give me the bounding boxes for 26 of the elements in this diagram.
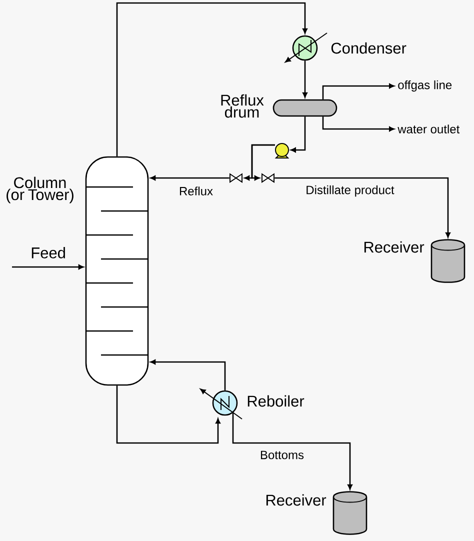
valve-symbol bbox=[262, 173, 274, 183]
equipment-label: Column (or Tower) bbox=[6, 176, 74, 204]
pipe-arrow bbox=[251, 144, 275, 180]
stream-label: offgas line bbox=[398, 80, 452, 92]
pipe-arrow bbox=[116, 386, 220, 444]
equipment-label: Condenser bbox=[331, 42, 406, 54]
pipe-arrow bbox=[322, 116, 394, 132]
equipment-label: Reboiler bbox=[248, 395, 304, 407]
stream-label: Feed bbox=[32, 246, 65, 258]
edge-label: Bottoms bbox=[260, 450, 304, 460]
edge-label: Distillate product bbox=[306, 185, 394, 197]
equipment-label: Receiver bbox=[364, 241, 424, 253]
pipe-arrow bbox=[274, 177, 450, 238]
equipment-label: Reflux drum bbox=[221, 94, 264, 118]
pipe-arrow bbox=[150, 176, 230, 180]
valve-symbol bbox=[230, 173, 242, 183]
edge-label: Reflux bbox=[180, 186, 213, 196]
pipe-arrow bbox=[302, 60, 308, 98]
pipe-arrow bbox=[116, 2, 308, 156]
pipe-arrow bbox=[150, 360, 226, 390]
pipe-arrow bbox=[12, 264, 84, 270]
equipment-label: Receiver bbox=[266, 494, 326, 506]
stream-label: water outlet bbox=[398, 124, 460, 134]
pipe-arrow bbox=[290, 116, 306, 152]
pipe-arrow bbox=[232, 412, 352, 490]
pipe-arrow bbox=[322, 84, 394, 100]
